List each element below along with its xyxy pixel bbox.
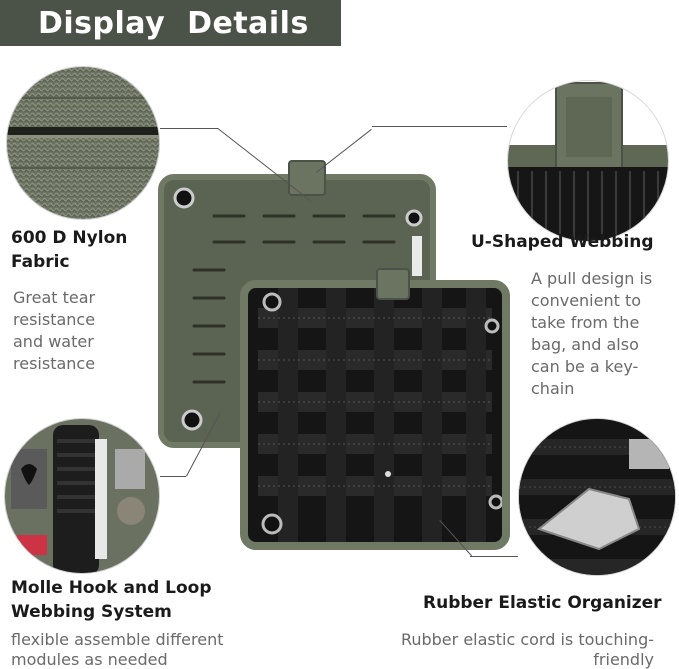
webbing-desc: A pull design is convenient to take from… xyxy=(531,269,653,398)
leader-line-webbing xyxy=(372,126,507,127)
fabric-closeup-image xyxy=(6,66,160,220)
molle-closeup-image xyxy=(4,418,160,574)
nylon-title: 600 D Nylon Fabric xyxy=(11,228,128,272)
elastic-title: Rubber Elastic Organizer xyxy=(423,593,662,613)
webbing-title: U-Shaped Webbing xyxy=(471,232,654,252)
elastic-desc: Rubber elastic cord is touching-friendly… xyxy=(400,630,654,669)
leader-line-molle xyxy=(160,476,186,477)
elastic-closeup-image xyxy=(518,418,676,576)
leader-line-nylon xyxy=(160,128,218,129)
page-title: Display Details xyxy=(38,5,309,41)
leader-line-elastic xyxy=(470,556,518,557)
leader-line-webbing-diag xyxy=(316,128,372,173)
webbing-closeup-image xyxy=(507,80,669,242)
molle-title: Molle Hook and Loop Webbing System xyxy=(11,578,212,622)
elastic-pull-loop xyxy=(376,268,410,300)
nylon-desc: Great tear resistance and water resistan… xyxy=(13,288,96,373)
olive-pull-loop xyxy=(288,160,326,196)
molle-desc: flexible assemble different modules as n… xyxy=(11,630,224,669)
elastic-panel-image xyxy=(240,280,510,550)
title-banner: Display Details xyxy=(0,0,341,46)
